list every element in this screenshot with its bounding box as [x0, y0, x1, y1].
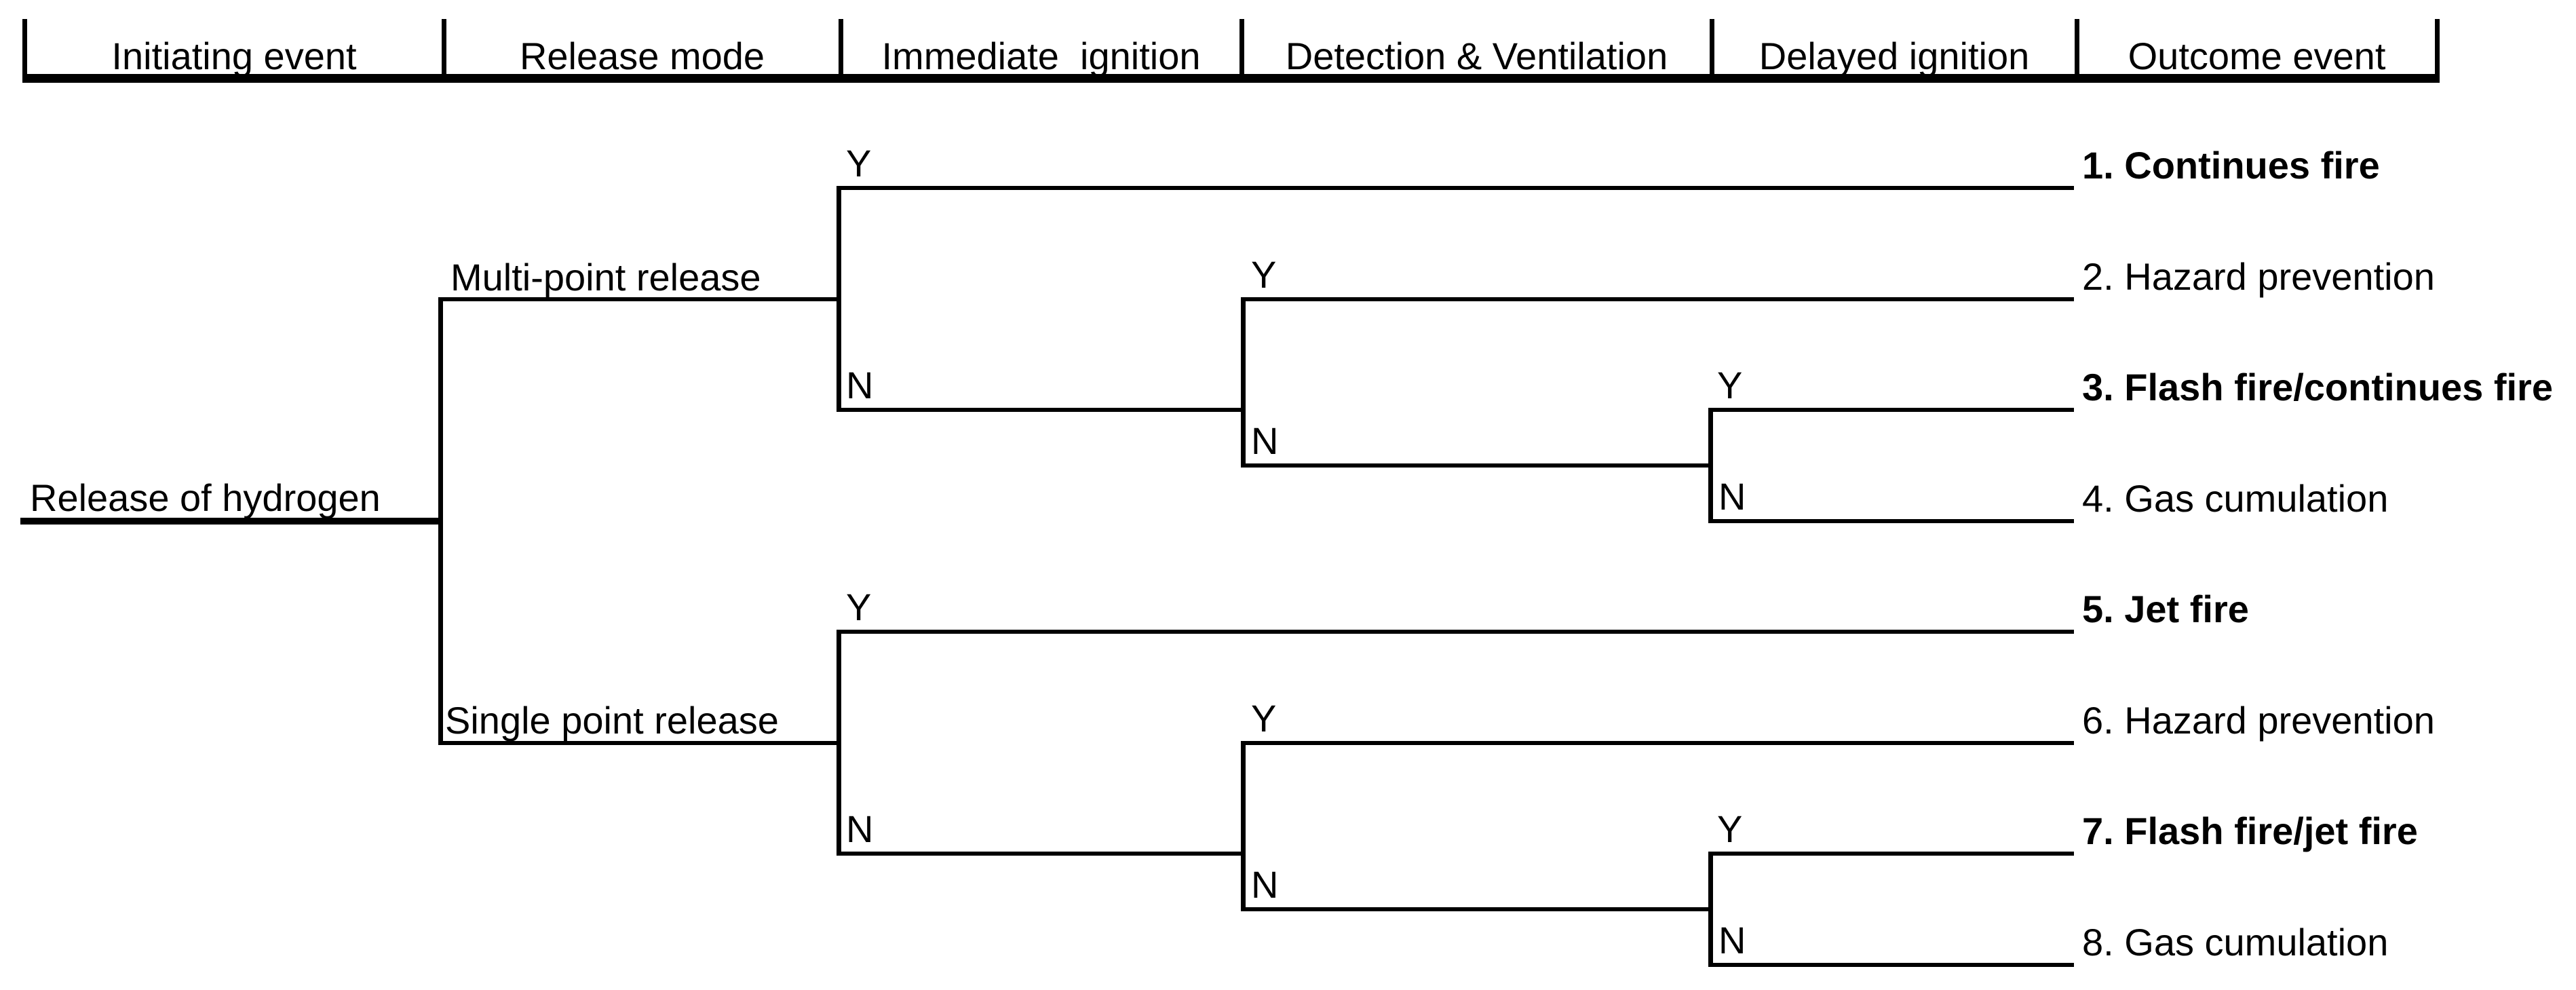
header-col-detection-ventilation: Detection & Ventilation [1285, 35, 1668, 77]
header-col-outcome-event: Outcome event [2128, 35, 2386, 77]
branch-label-no: N [1718, 475, 1746, 518]
header-col-release-mode: Release mode [519, 35, 765, 77]
branch-line-outcome-4 [1708, 519, 2074, 523]
branch-line-detection-ventilation-no-single [1241, 907, 1712, 911]
outcome-label-5: 5. Jet fire [2082, 588, 2249, 630]
outcome-label-7: 7. Flash fire/jet fire [2082, 810, 2418, 852]
header-col-immediate-ignition: Immediate ignition [881, 35, 1201, 77]
branch-label-no: N [1251, 419, 1279, 462]
header-divider [2075, 19, 2079, 75]
outcome-label-4: 4. Gas cumulation [2082, 477, 2389, 520]
node-connector-immediate-ignition-multi [837, 186, 841, 412]
initiating-event-label: Release of hydrogen [30, 476, 381, 519]
outcome-label-6: 6. Hazard prevention [2082, 699, 2435, 742]
release-mode-multi-label: Multi-point release [450, 256, 761, 299]
release-mode-single-label: Single point release [445, 699, 779, 742]
branch-line-outcome-8 [1708, 963, 2074, 967]
branch-label-no: N [846, 364, 874, 406]
branch-label-yes: Y [1717, 364, 1743, 406]
branch-label-yes: Y [846, 586, 872, 628]
branch-label-yes: Y [846, 142, 872, 185]
header-divider [2435, 19, 2440, 75]
outcome-label-3: 3. Flash fire/continues fire [2082, 366, 2553, 408]
branch-label-no: N [846, 807, 874, 850]
header-col-delayed-ignition: Delayed ignition [1758, 35, 2030, 77]
branch-line-immediate-ignition-no-multi [837, 408, 1245, 412]
branch-label-yes: Y [1717, 807, 1743, 850]
header-divider [1710, 19, 1714, 75]
header-divider [1239, 19, 1244, 75]
root-branch-line [20, 518, 440, 525]
branch-label-no: N [1251, 863, 1279, 906]
node-connector-delayed-ignition-multi [1708, 408, 1713, 523]
header-divider [22, 19, 27, 75]
header-underline [22, 74, 2440, 83]
branch-line-outcome-5 [837, 630, 2074, 634]
branch-line-detection-ventilation-no-multi [1241, 463, 1712, 468]
branch-label-yes: Y [1251, 697, 1277, 740]
header-col-initiating-event: Initiating event [111, 35, 357, 77]
node-connector-detection-ventilation-multi [1241, 297, 1246, 468]
outcome-label-1: 1. Continues fire [2082, 144, 2380, 187]
outcome-label-8: 8. Gas cumulation [2082, 921, 2389, 964]
branch-line-outcome-2 [1241, 297, 2074, 301]
node-connector-immediate-ignition-single [837, 630, 841, 856]
branch-label-no: N [1718, 919, 1746, 962]
branch-line-outcome-6 [1241, 741, 2074, 745]
root-node-connector [438, 297, 443, 745]
node-connector-delayed-ignition-single [1708, 852, 1713, 967]
branch-line-outcome-3 [1708, 408, 2074, 412]
outcome-label-2: 2. Hazard prevention [2082, 255, 2435, 298]
branch-line-single-release [438, 741, 841, 745]
header-divider [442, 19, 446, 75]
branch-label-yes: Y [1251, 253, 1277, 296]
branch-line-multi-release [438, 297, 841, 301]
branch-line-immediate-ignition-no-single [837, 852, 1245, 856]
branch-line-outcome-7 [1708, 852, 2074, 856]
header-divider [839, 19, 843, 75]
node-connector-detection-ventilation-single [1241, 741, 1246, 911]
branch-line-outcome-1 [837, 186, 2074, 190]
